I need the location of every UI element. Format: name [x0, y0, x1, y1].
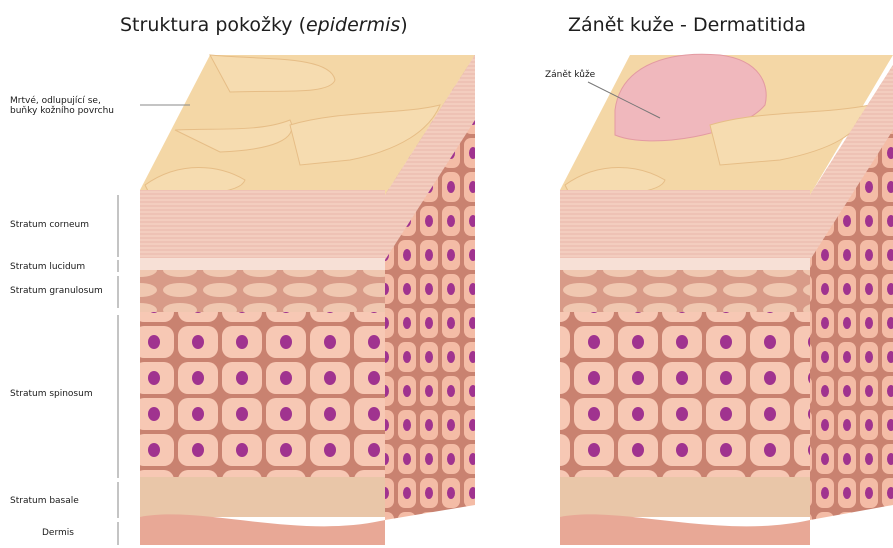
right-corneum [560, 190, 810, 258]
right-basale [560, 477, 810, 517]
dead-cells-label: Mrtvé, odlupující se, buňky kožního povr… [10, 97, 114, 117]
stratum-corneum-label: Stratum corneum [10, 221, 89, 231]
left-dermis [140, 514, 385, 545]
right-spinosum [560, 312, 810, 477]
left-spinosum [140, 312, 385, 477]
right-lucidum [560, 258, 810, 270]
stratum-spinosum-label: Stratum spinosum [10, 390, 93, 400]
stratum-lucidum-label: Stratum lucidum [10, 263, 85, 273]
left-corneum [140, 190, 385, 258]
right-skin-block [560, 54, 893, 545]
left-basale [140, 477, 385, 517]
right-granulosum [560, 270, 810, 312]
dermis-label: Dermis [42, 529, 74, 539]
stratum-granulosum-label: Stratum granulosum [10, 287, 103, 297]
stratum-basale-label: Stratum basale [10, 497, 79, 507]
left-lucidum [140, 258, 385, 270]
left-granulosum [140, 270, 385, 312]
left-skin-block [140, 55, 475, 545]
inflammation-label: Zánět kůže [545, 71, 595, 81]
right-dermis [560, 514, 810, 545]
